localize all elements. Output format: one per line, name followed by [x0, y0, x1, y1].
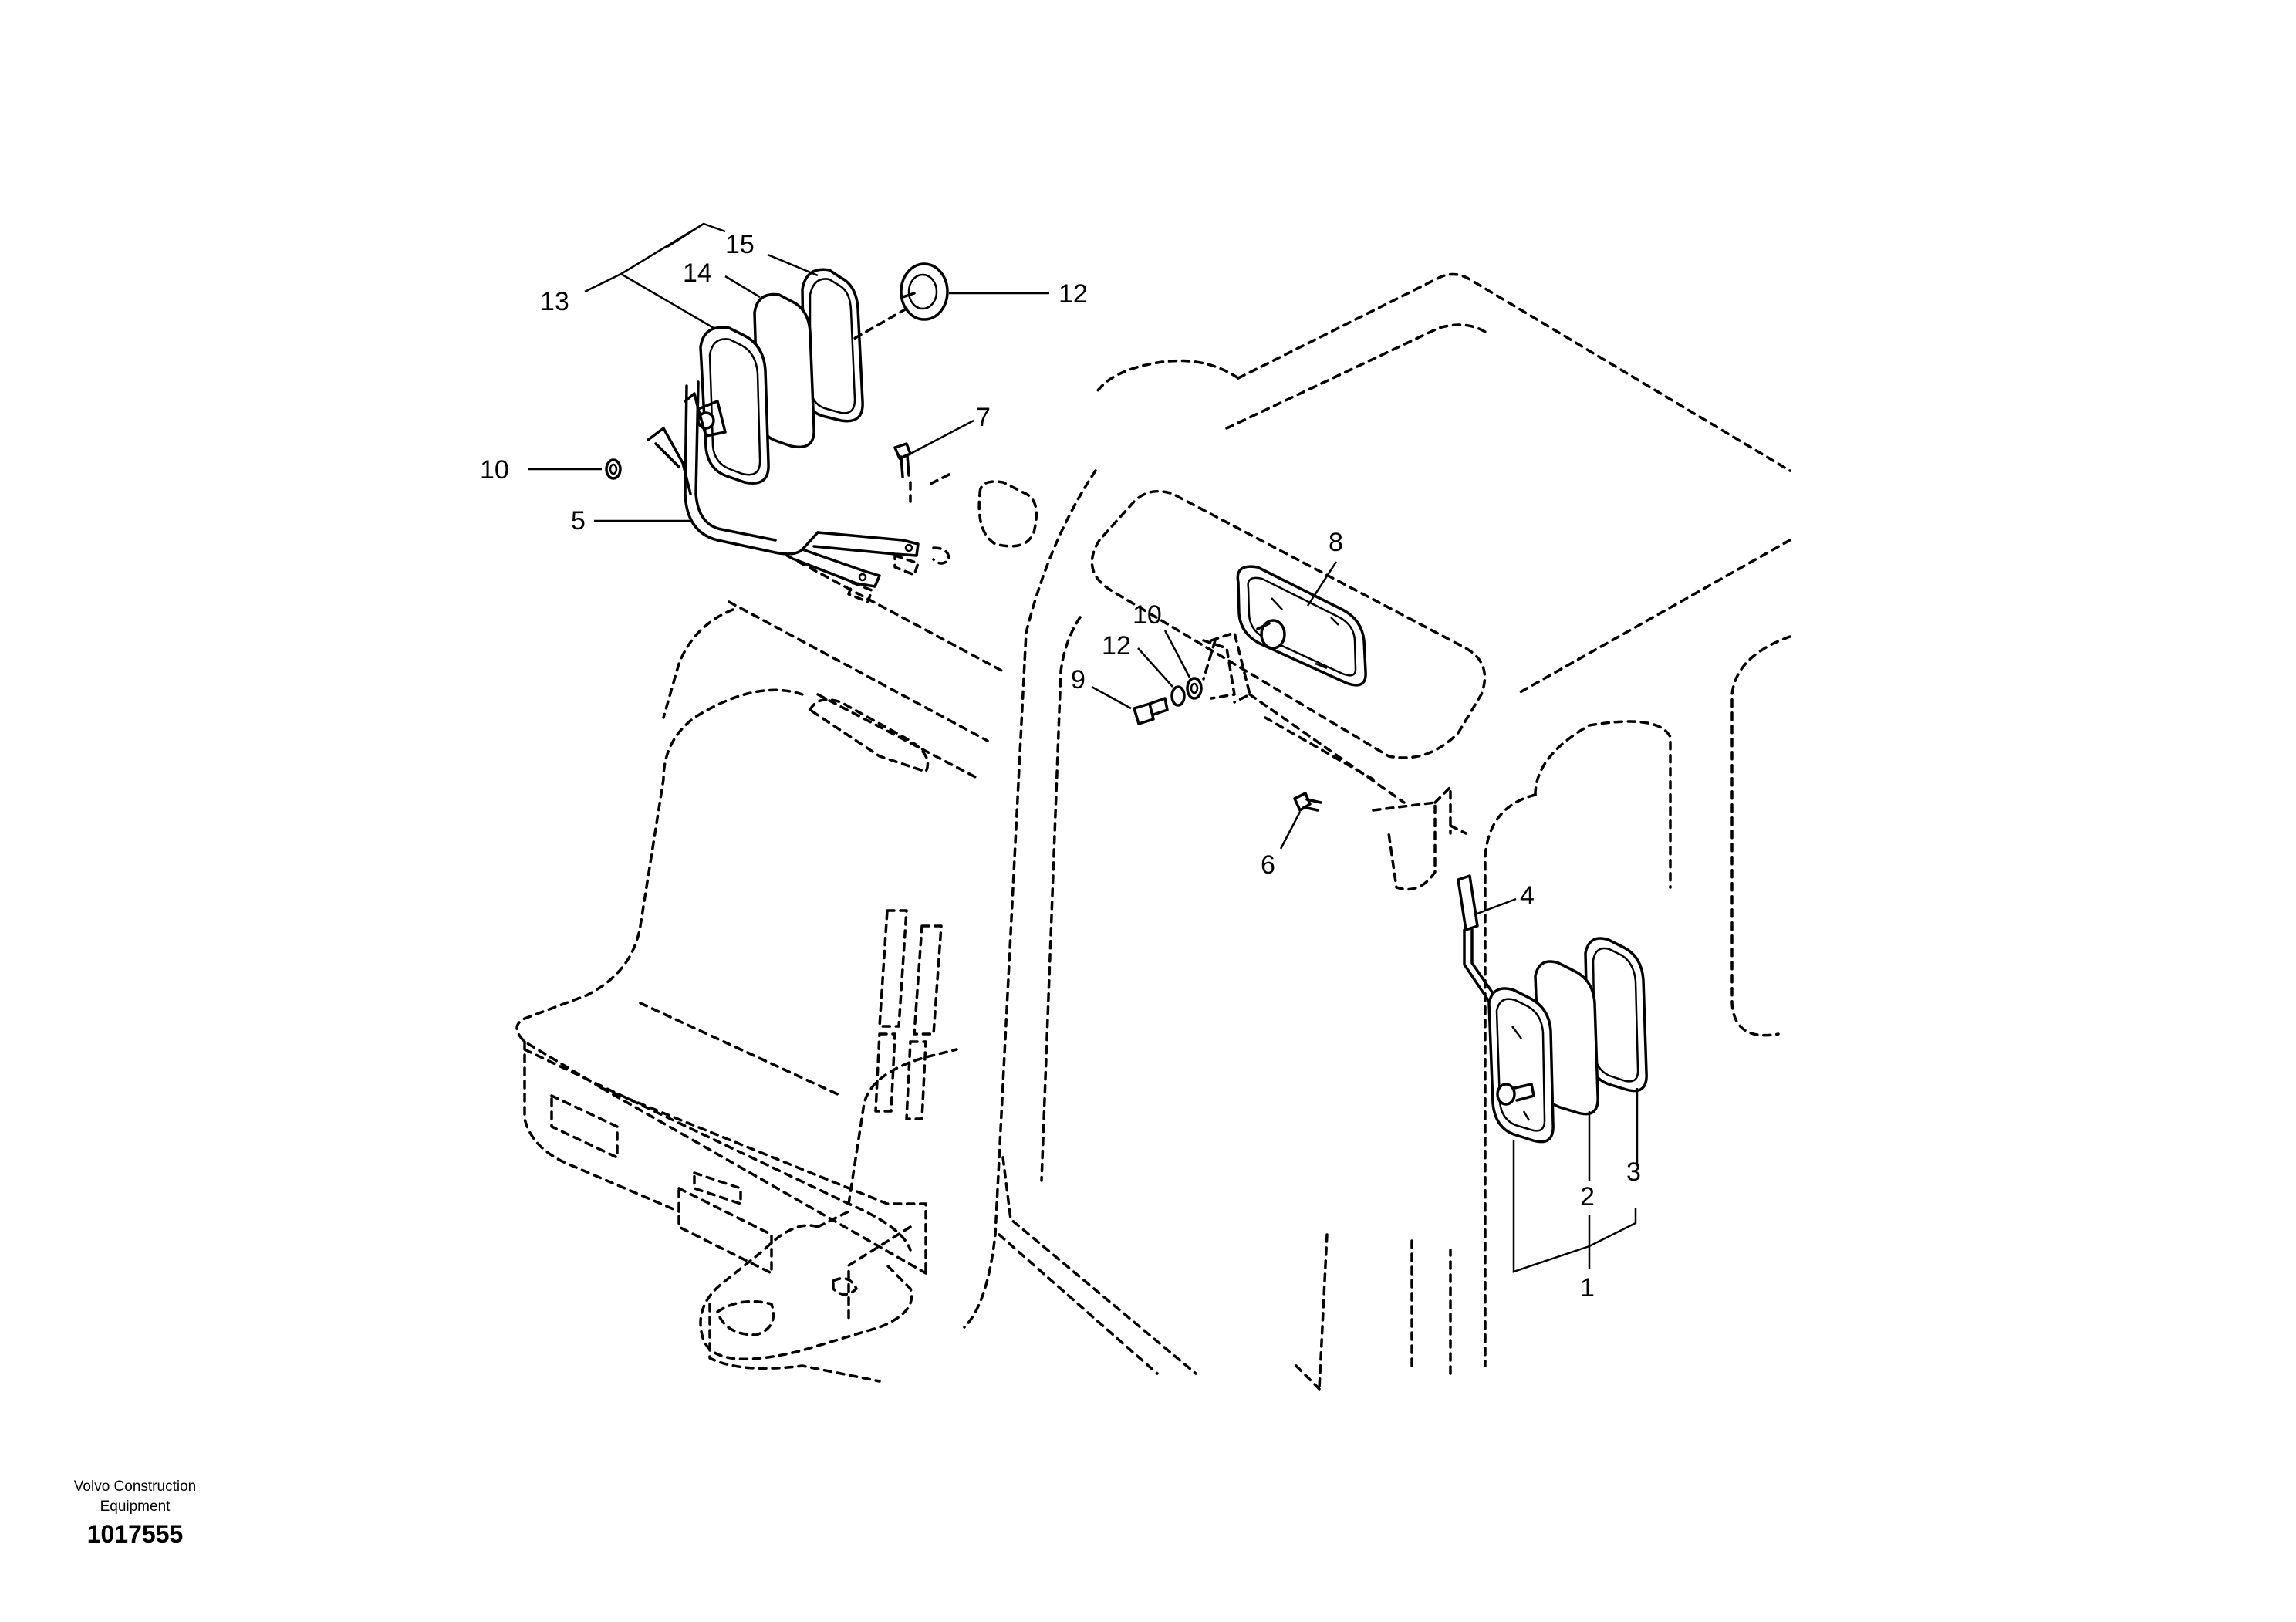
callout-5: 5	[571, 506, 586, 536]
mirror-head-13	[699, 326, 770, 485]
callout-labels: 15 14 13 12 10 5 7 8 10 12 9 6 4 3 2 1	[480, 230, 1641, 1303]
callout-14: 14	[683, 259, 712, 288]
bolt-6	[1293, 792, 1312, 812]
washer-10-left	[605, 458, 622, 480]
callout-9: 9	[1071, 665, 1086, 694]
company-line-2: Equipment	[100, 1499, 171, 1515]
bolt-9	[1133, 702, 1155, 725]
washer-11	[1170, 685, 1186, 707]
callout-13: 13	[540, 287, 569, 316]
callout-3: 3	[1626, 1157, 1641, 1187]
company-name: Volvo Construction Equipment	[46, 1477, 224, 1517]
callout-1: 1	[1580, 1273, 1595, 1303]
callout-10-left: 10	[480, 455, 509, 485]
leader-lines	[528, 222, 1639, 1273]
callout-15: 15	[725, 230, 755, 259]
mirror-cover-12	[900, 262, 949, 321]
callout-12: 12	[1059, 279, 1088, 309]
mirror-8	[1236, 565, 1367, 687]
center-mirror-assembly	[1133, 565, 1367, 812]
callout-8: 8	[1329, 528, 1343, 557]
callout-2: 2	[1580, 1182, 1595, 1211]
company-line-1: Volvo Construction	[73, 1478, 197, 1495]
cab-outline	[515, 272, 1791, 1391]
bracket-arm	[684, 384, 819, 556]
callout-10-center: 10	[1133, 600, 1162, 630]
right-mirror-assembly	[1457, 874, 1648, 1144]
drawing-number: 1017555	[86, 1520, 184, 1548]
callout-4: 4	[1520, 881, 1535, 911]
washer-10-center	[1186, 677, 1203, 700]
callout-7: 7	[976, 403, 991, 432]
left-mirror-assembly	[605, 262, 950, 588]
arm-bracket-4	[1457, 874, 1479, 931]
callout-6: 6	[1261, 850, 1275, 880]
callout-11: 12	[1102, 631, 1131, 661]
